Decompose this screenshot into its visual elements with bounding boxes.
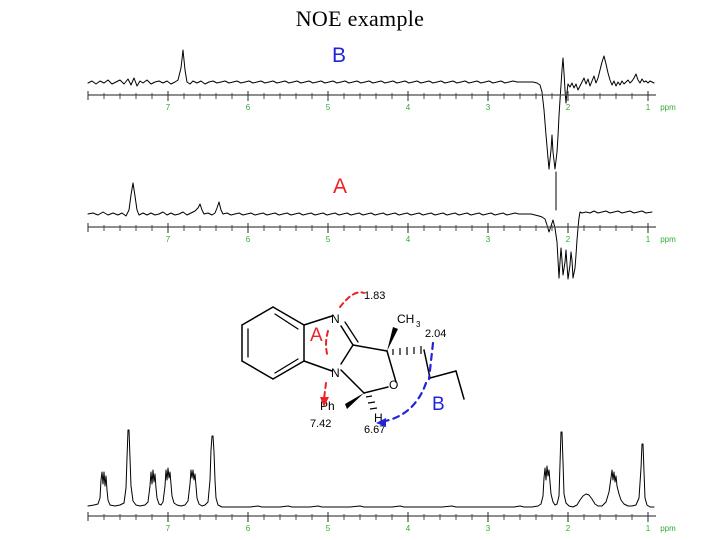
spectrum-a-axis-ticks: [87, 223, 649, 233]
spectrum-b-axis-labels: 7 6 5 4 3 2 1 ppm: [166, 103, 676, 112]
methine-hashed-bond: [392, 346, 422, 355]
axis-tick-label: 6: [246, 235, 251, 244]
noe-marker-a: A: [310, 325, 323, 346]
methine-h-hashed-bond: [365, 395, 378, 410]
axis-tick-label: 1: [646, 103, 651, 112]
axis-tick-label: 5: [326, 103, 331, 112]
spectrum-reference-trace: [87, 429, 655, 508]
spectrum-a-svg: 7 6 5 4 3 2 1 ppm: [87, 171, 676, 280]
atom-label-n-imine: N: [331, 312, 340, 326]
axis-tick-label: 4: [406, 235, 411, 244]
spectrum-panel-a: 7 6 5 4 3 2 1 ppm: [0, 170, 720, 280]
structure-svg: N N O CH 3: [241, 290, 465, 433]
oxazoline-ring: [340, 344, 397, 394]
spectrum-panel-b: 7 6 5 4 3 2 1 ppm: [0, 40, 720, 170]
shift-label-phenyl: 7.42: [310, 418, 331, 430]
atom-label-ch3-subscript: 3: [416, 320, 421, 329]
methyl-wedge-bond: [387, 327, 398, 351]
axis-tick-label: 3: [486, 103, 491, 112]
spectrum-a-axis-labels: 7 6 5 4 3 2 1 ppm: [166, 235, 676, 244]
spectrum-b-label: B: [332, 44, 347, 67]
spectrum-panel-reference: 7 6 5 4 3 2 1 ppm: [0, 428, 720, 540]
benzene-ring: [241, 306, 305, 380]
axis-tick-label: 3: [486, 524, 491, 533]
noe-correlation-b-curve: [378, 381, 428, 424]
axis-tick-label: 7: [166, 103, 171, 112]
spectrum-b-trace: [87, 49, 550, 170]
spectrum-reference-axis-ticks: [87, 512, 649, 522]
spectrum-reference-svg: 7 6 5 4 3 2 1 ppm: [87, 429, 676, 533]
axis-tick-label: 6: [246, 103, 251, 112]
axis-unit-label: ppm: [660, 524, 676, 533]
noe-correlation-a-lower: [323, 382, 327, 400]
spectrum-a-trace: [87, 182, 560, 279]
axis-tick-label: 6: [246, 524, 251, 533]
axis-tick-label: 7: [166, 524, 171, 533]
noe-marker-b: B: [432, 394, 445, 415]
atom-label-o: O: [389, 378, 398, 392]
axis-tick-label: 2: [566, 103, 571, 112]
axis-tick-label: 3: [486, 235, 491, 244]
spectrum-a-irradiation-region: [558, 210, 653, 280]
sec-butyl-chain: [423, 349, 465, 400]
atom-label-h: H: [374, 411, 383, 425]
spectrum-b-irradiation-region: [548, 55, 655, 170]
shift-label-methyl: 1.83: [364, 290, 385, 302]
axis-tick-label: 2: [566, 235, 571, 244]
axis-tick-label: 5: [326, 235, 331, 244]
spectrum-reference-axis-labels: 7 6 5 4 3 2 1 ppm: [166, 524, 676, 533]
imidazole-ring: [303, 315, 359, 372]
axis-tick-label: 4: [406, 524, 411, 533]
noe-correlation-a-upper: [339, 291, 365, 308]
spectrum-b-axis-ticks: [87, 91, 649, 101]
noe-arrowhead-a: [320, 397, 329, 407]
atom-label-n-amine: N: [331, 366, 340, 380]
page-title: NOE example: [295, 6, 425, 31]
noe-arrowhead-b: [376, 418, 386, 427]
axis-tick-label: 2: [566, 524, 571, 533]
spectrum-b-svg: 7 6 5 4 3 2 1 ppm: [87, 49, 676, 170]
axis-tick-label: 4: [406, 103, 411, 112]
noe-correlation-a-inner: [325, 330, 329, 358]
atom-label-ch3: CH: [397, 312, 414, 326]
axis-tick-label: 1: [646, 524, 651, 533]
shift-label-methine: 2.04: [425, 328, 446, 340]
axis-tick-label: 7: [166, 235, 171, 244]
phenyl-wedge-bond: [345, 393, 364, 409]
axis-unit-label: ppm: [660, 103, 676, 112]
axis-tick-label: 1: [646, 235, 651, 244]
molecular-structure: N N O CH 3: [228, 283, 498, 433]
axis-unit-label: ppm: [660, 235, 676, 244]
noe-correlation-b-vertical: [427, 341, 435, 381]
spectrum-a-label: A: [333, 175, 348, 198]
axis-tick-label: 5: [326, 524, 331, 533]
shift-label-oxazoline-h: 6.67: [364, 424, 385, 433]
